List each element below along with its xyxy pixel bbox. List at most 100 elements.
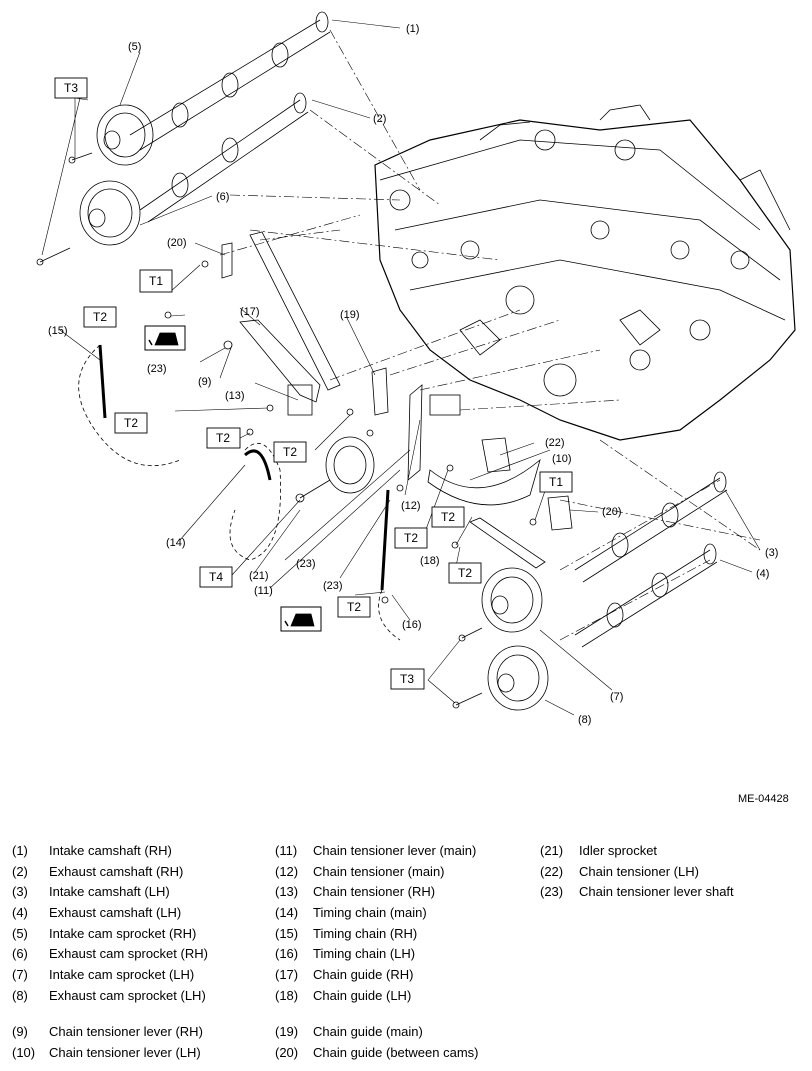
torque-label: T3 xyxy=(64,81,78,95)
callout-7: (7) xyxy=(610,691,623,703)
legend-number: (16) xyxy=(275,946,299,961)
sprocket-bolts-t3 xyxy=(36,152,93,266)
torque-boxes xyxy=(54,77,573,690)
chain-tensioner-rh xyxy=(287,384,313,416)
legend-number: (1) xyxy=(12,843,28,858)
oil-can-icon xyxy=(280,606,322,632)
callout-21: (21) xyxy=(249,570,269,582)
legend-number: (20) xyxy=(275,1045,299,1060)
legend-text: Timing chain (LH) xyxy=(313,946,416,961)
callout-2: (2) xyxy=(373,113,386,125)
chain-guide-between-cams-lh xyxy=(547,495,573,531)
legend-text: Chain tensioner (main) xyxy=(313,864,445,879)
chain-guide-main xyxy=(371,367,389,416)
exhaust-camshaft-rh xyxy=(139,92,309,223)
legend-text: Chain guide (RH) xyxy=(313,967,414,982)
legend-text: Timing chain (RH) xyxy=(313,926,418,941)
torque-label: T4 xyxy=(209,570,223,584)
callout-23: (23) xyxy=(296,558,316,570)
legend-number: (19) xyxy=(275,1024,299,1039)
legend-text: Intake cam sprocket (LH) xyxy=(49,967,195,982)
intake-camshaft-lh xyxy=(574,471,728,583)
callout-23: (23) xyxy=(323,580,343,592)
legend-number: (5) xyxy=(12,926,28,941)
legend-text: Intake camshaft (RH) xyxy=(49,843,172,858)
legend-number: (7) xyxy=(12,967,28,982)
legend-text: Chain tensioner (RH) xyxy=(313,884,436,899)
callout-9: (9) xyxy=(198,376,211,388)
chain-tensioner-lever-main xyxy=(407,384,423,481)
chain-guide-lh xyxy=(469,517,546,569)
torque-labels: T3 T1 T2 T2 T2 T2 T1 T2 T2 T2 T2 T4 T3 xyxy=(64,81,563,686)
callout-23: (23) xyxy=(147,363,167,375)
callout-22: (22) xyxy=(545,437,565,449)
torque-label: T2 xyxy=(283,445,297,459)
legend-text: Idler sprocket xyxy=(579,843,658,858)
exhaust-camshaft-lh xyxy=(574,543,718,648)
callout-15: (15) xyxy=(48,325,68,337)
callout-19: (19) xyxy=(340,309,360,321)
idler-sprocket xyxy=(295,436,375,503)
torque-label: T2 xyxy=(93,310,107,324)
torque-label: T2 xyxy=(347,600,361,614)
timing-chain-main xyxy=(229,443,281,561)
chain-guide-rh xyxy=(249,231,341,391)
leader-lines xyxy=(41,19,761,716)
callout-3: (3) xyxy=(765,547,778,559)
legend-number: (14) xyxy=(275,905,299,920)
legend-text: Intake cam sprocket (RH) xyxy=(49,926,197,941)
legend-text: Intake camshaft (LH) xyxy=(49,884,170,899)
engine-block xyxy=(374,104,796,441)
torque-label: T2 xyxy=(216,431,230,445)
callout-16: (16) xyxy=(402,619,422,631)
callouts: (1) (2) (3) (4) (5) (6) (7) (8) (9) (10)… xyxy=(48,23,778,726)
legend-number: (10) xyxy=(12,1045,36,1060)
callout-20: (20) xyxy=(602,506,622,518)
callout-5: (5) xyxy=(128,41,141,53)
torque-label: T2 xyxy=(458,566,472,580)
callout-8: (8) xyxy=(578,714,591,726)
reference-lines xyxy=(219,29,761,641)
legend-number: (9) xyxy=(12,1024,28,1039)
legend-text: Chain guide (between cams) xyxy=(313,1045,479,1060)
oil-can-icon xyxy=(144,325,186,351)
legend-text: Chain tensioner lever (main) xyxy=(313,843,477,858)
legend-text: Chain guide (LH) xyxy=(313,988,412,1003)
legend-number: (18) xyxy=(275,988,299,1003)
torque-label: T2 xyxy=(441,510,455,524)
legend-number: (2) xyxy=(12,864,28,879)
legend-text: Timing chain (main) xyxy=(313,905,427,920)
torque-label: T1 xyxy=(149,274,163,288)
legend-text: Chain tensioner lever (LH) xyxy=(49,1045,201,1060)
legend-text: Chain tensioner lever shaft xyxy=(579,884,734,899)
torque-label: T2 xyxy=(124,416,138,430)
diagram-reference-id: ME-04428 xyxy=(738,793,789,805)
chain-tensioner-lh xyxy=(481,437,511,473)
callout-4: (4) xyxy=(756,568,769,580)
callout-18: (18) xyxy=(420,555,440,567)
callout-17: (17) xyxy=(240,306,260,318)
legend-number: (13) xyxy=(275,884,299,899)
legend-number: (3) xyxy=(12,884,28,899)
torque-label: T3 xyxy=(400,672,414,686)
legend-number: (17) xyxy=(275,967,299,982)
callout-13: (13) xyxy=(225,390,245,402)
legend-number: (23) xyxy=(540,884,564,899)
legend-text: Chain guide (main) xyxy=(313,1024,423,1039)
exploded-view-diagram: T3 T1 T2 T2 T2 T2 T1 T2 T2 T2 T2 T4 T3 (… xyxy=(36,11,796,726)
timing-chain-lh xyxy=(378,489,401,641)
callout-1: (1) xyxy=(406,23,419,35)
chain-guide-between-cams xyxy=(221,242,233,279)
torque-label: T1 xyxy=(549,475,563,489)
exhaust-cam-sprocket-rh xyxy=(79,180,141,246)
legend-number: (12) xyxy=(275,864,299,879)
legend-text: Chain tensioner (LH) xyxy=(579,864,699,879)
legend-number: (6) xyxy=(12,946,28,961)
torque-label: T2 xyxy=(404,531,418,545)
intake-camshaft-rh xyxy=(129,11,331,151)
intake-cam-sprocket-rh xyxy=(96,104,154,166)
legend-text: Exhaust cam sprocket (LH) xyxy=(49,988,206,1003)
intake-cam-sprocket-lh xyxy=(481,567,543,633)
callout-10: (10) xyxy=(552,453,572,465)
legend-number: (11) xyxy=(275,843,298,858)
